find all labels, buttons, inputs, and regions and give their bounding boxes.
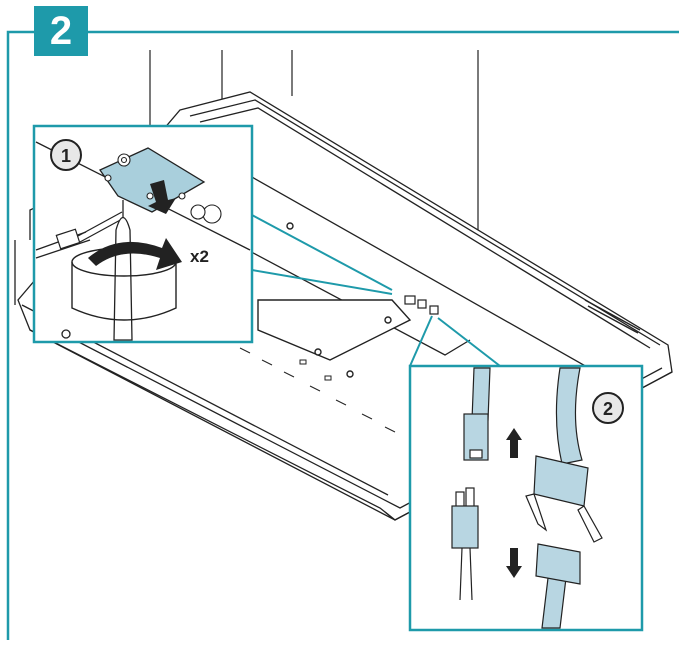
- upper-plug: [463, 413, 489, 461]
- circuit-board: [257, 222, 412, 378]
- callout-badge-2: 2: [592, 392, 624, 424]
- outer-frame: [6, 30, 679, 640]
- svg-text:2: 2: [603, 399, 613, 419]
- socket-connector: [525, 455, 603, 543]
- lower-connector: [535, 543, 581, 585]
- inset-panel-1: x2 1: [32, 124, 254, 344]
- callout-badge-1: 1: [50, 139, 82, 171]
- up-arrow-icon: [506, 428, 522, 458]
- inset-panel-2: 2: [408, 364, 644, 632]
- rotate-arrow-icon: [88, 238, 182, 270]
- filter-slots: [239, 347, 396, 433]
- down-arrow-icon: [148, 180, 176, 214]
- down-arrow-icon: [506, 548, 522, 578]
- control-strip: [584, 299, 641, 334]
- callout-lines: [249, 213, 501, 367]
- hood-connector: [404, 295, 439, 315]
- lower-plug: [451, 487, 479, 601]
- repeat-label: x2: [190, 247, 209, 266]
- wall-lines: [149, 50, 479, 230]
- svg-text:1: 1: [61, 146, 71, 166]
- step-number-badge: 2: [34, 6, 88, 56]
